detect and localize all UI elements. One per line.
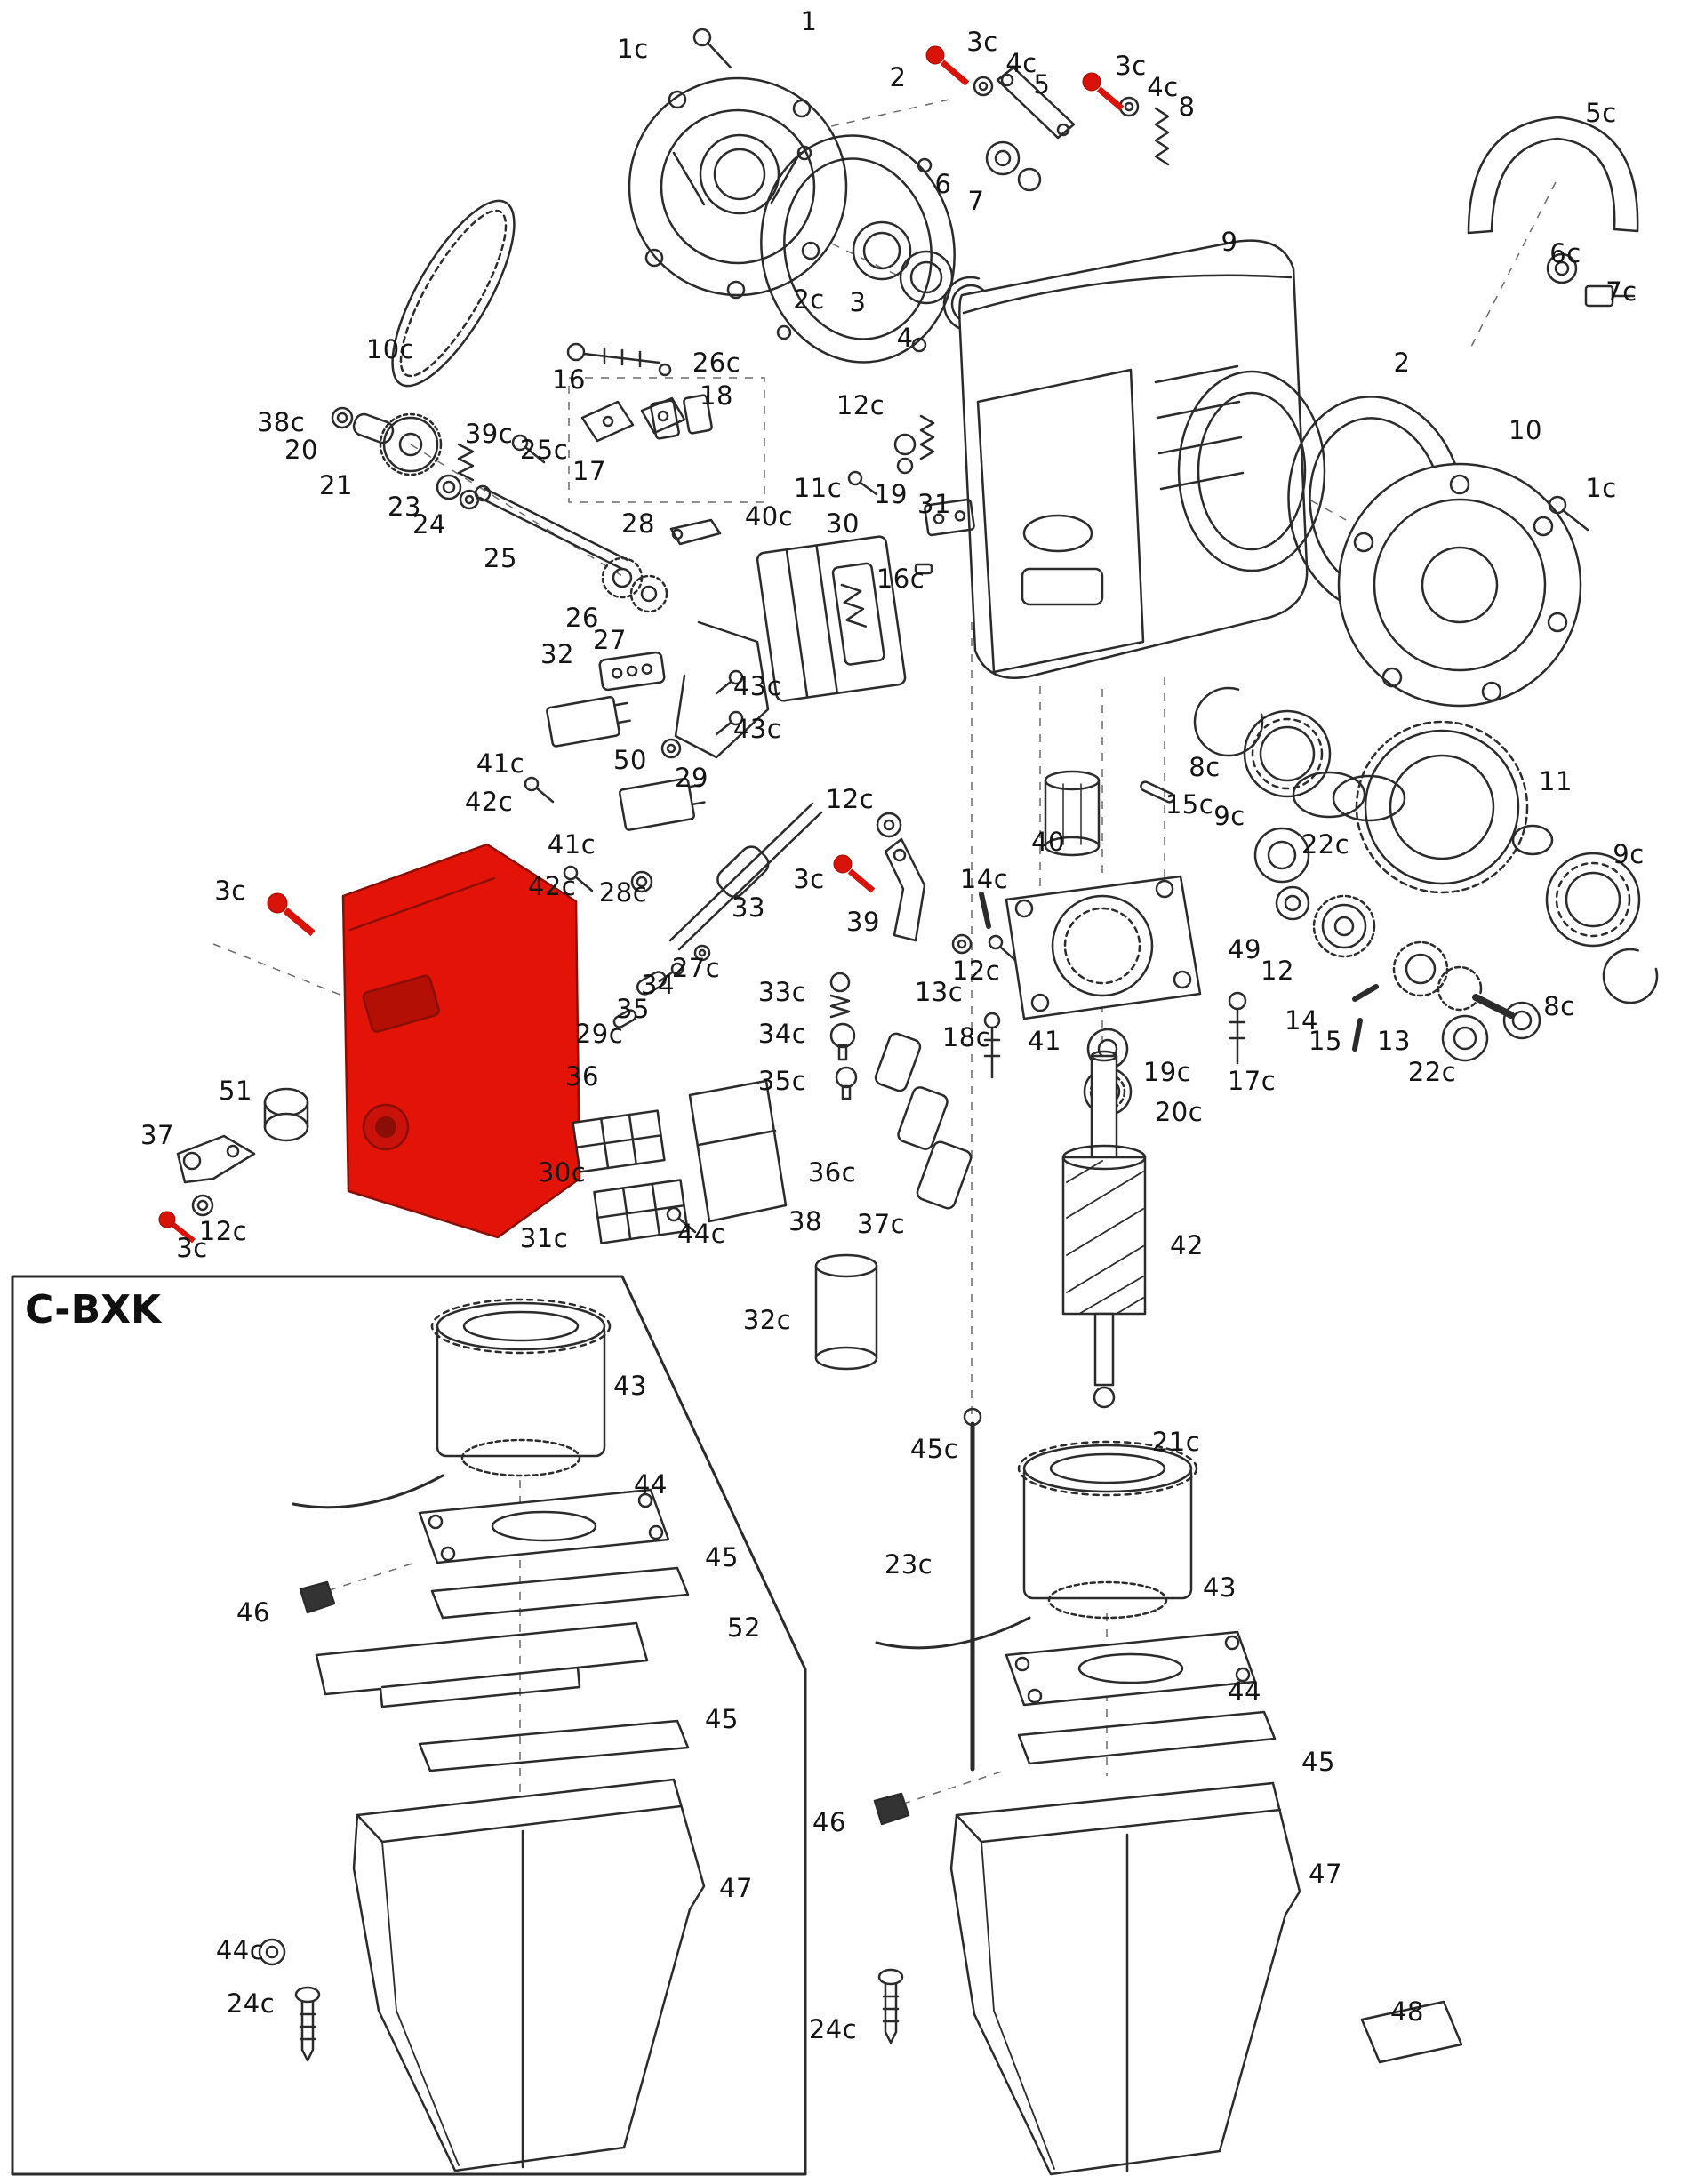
- left-motor-group: [292, 1298, 690, 1772]
- u-bracket: [1467, 116, 1639, 308]
- release-lever-group: [176, 1087, 309, 1217]
- screw-1c-top: [692, 28, 732, 69]
- red-screws: [158, 45, 1125, 1244]
- screws-43c: [715, 669, 744, 736]
- small-fittings: [814, 972, 973, 1371]
- wire-bracket: [674, 620, 770, 759]
- rear-flange-plate: [1337, 462, 1582, 708]
- right-housing-group: [877, 1781, 1463, 2176]
- rack-plate: [598, 651, 666, 692]
- microswitches: [524, 695, 706, 892]
- front-flange-plate: [628, 76, 848, 300]
- gear-shaft-group: [1193, 686, 1659, 1065]
- highlighted-cover: [341, 843, 581, 1239]
- drivetrain-parts: [331, 342, 975, 613]
- limit-switch-assembly: [756, 535, 907, 702]
- inset-box-border: [11, 1275, 807, 2176]
- front-gasket: [760, 134, 956, 364]
- cover-36-body: [341, 843, 581, 1239]
- screw-1c-right: [1548, 495, 1589, 532]
- main-housing: [958, 239, 1326, 679]
- inset-box-title: C-BXK: [25, 1287, 162, 1332]
- cam-shaft-group: [612, 802, 1019, 1079]
- right-motor-group: [873, 1440, 1277, 1826]
- terminal-blocks: [572, 1079, 788, 1244]
- release-bracket-group: [973, 66, 1170, 192]
- left-housing-group: [258, 1778, 706, 2172]
- belt: [391, 199, 516, 388]
- output-flange-group: [1005, 770, 1202, 1116]
